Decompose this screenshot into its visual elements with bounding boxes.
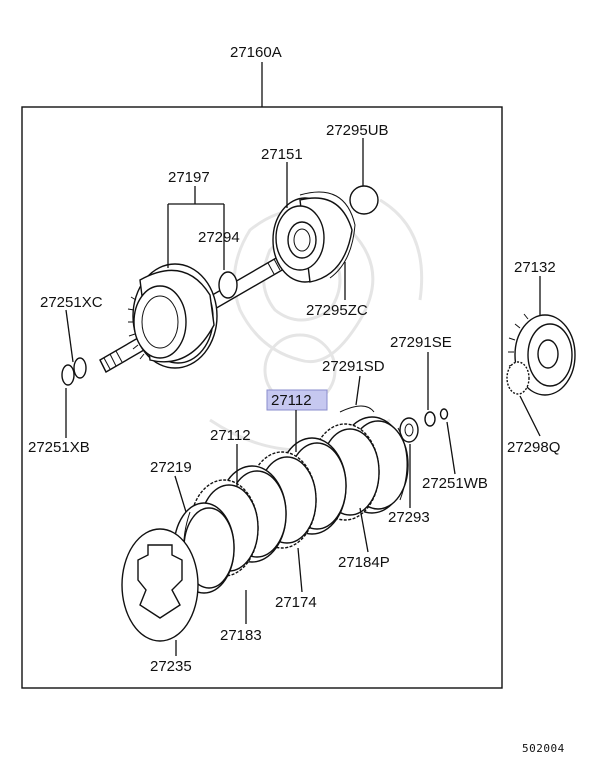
- part-27251XC: [61, 357, 87, 386]
- label-27295ZC: 27295ZC: [306, 302, 368, 319]
- part-27295UB: [349, 185, 379, 215]
- label-27160A: 27160A: [230, 44, 282, 61]
- label-27251XB: 27251XB: [28, 439, 90, 456]
- label-27294: 27294: [198, 229, 240, 246]
- highlight-box-27112: [266, 389, 328, 411]
- label-27293: 27293: [388, 509, 430, 526]
- label-27183: 27183: [220, 627, 262, 644]
- label-27112-highlighted: 27112: [271, 392, 312, 409]
- clutch-plate-stack: [173, 423, 380, 594]
- label-27174: 27174: [275, 594, 317, 611]
- label-27291SD: 27291SD: [322, 358, 385, 375]
- part-27132: [508, 313, 576, 396]
- assembly-frame: [21, 106, 503, 689]
- shaft-hub-assembly: [99, 249, 297, 373]
- part-27295ZC: [299, 191, 356, 279]
- label-27132: 27132: [514, 259, 556, 276]
- part-27251WB: [439, 408, 449, 420]
- part-27298Q: [506, 361, 530, 395]
- label-27184P: 27184P: [338, 554, 390, 571]
- label-27251XC: 27251XC: [40, 294, 103, 311]
- label-27251WB: 27251WB: [422, 475, 488, 492]
- label-27197: 27197: [168, 169, 210, 186]
- figure-code: 502004: [522, 742, 565, 755]
- label-27112: 27112: [210, 427, 251, 444]
- part-27235: [121, 528, 199, 642]
- label-27291SE: 27291SE: [390, 334, 452, 351]
- leader-lines: [65, 138, 541, 656]
- part-27291SE: [424, 411, 436, 427]
- label-27219: 27219: [150, 459, 192, 476]
- label-27235: 27235: [150, 658, 192, 675]
- part-27293: [399, 417, 419, 443]
- label-27298Q: 27298Q: [507, 439, 560, 456]
- label-27151: 27151: [261, 146, 303, 163]
- part-27151: [272, 197, 353, 283]
- label-27295UB: 27295UB: [326, 122, 389, 139]
- part-27291SD: [339, 405, 375, 413]
